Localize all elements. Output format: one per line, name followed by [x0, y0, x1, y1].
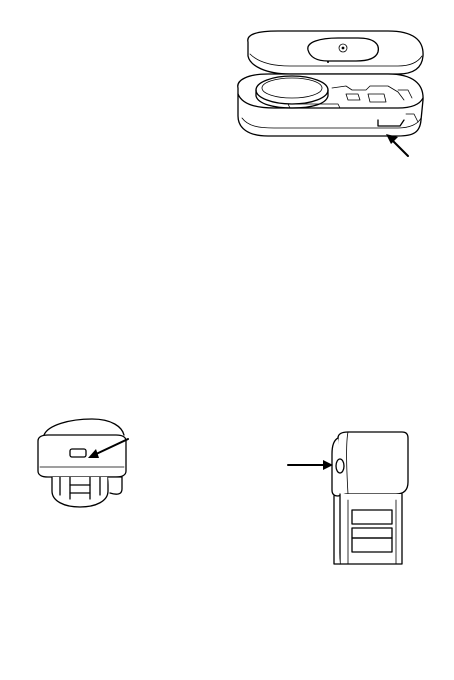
led-dot — [327, 61, 329, 63]
usb-port-figure — [30, 415, 170, 525]
device-dome — [44, 419, 124, 435]
coin-cell-battery — [256, 76, 328, 104]
clip-button-figure — [278, 420, 428, 575]
stand-side — [108, 477, 122, 494]
remote-opened-figure — [228, 28, 428, 173]
clip-body-side — [334, 496, 340, 564]
clip-body — [340, 494, 402, 564]
side-button — [336, 459, 344, 473]
button-center-fill — [342, 47, 345, 50]
clip-head — [338, 432, 408, 494]
button-pad — [308, 38, 379, 61]
remote-housing-opened-icon — [228, 28, 428, 173]
usb-port — [70, 449, 86, 457]
clip-side-button-icon — [278, 420, 428, 575]
usb-port-side-view-icon — [30, 415, 170, 525]
